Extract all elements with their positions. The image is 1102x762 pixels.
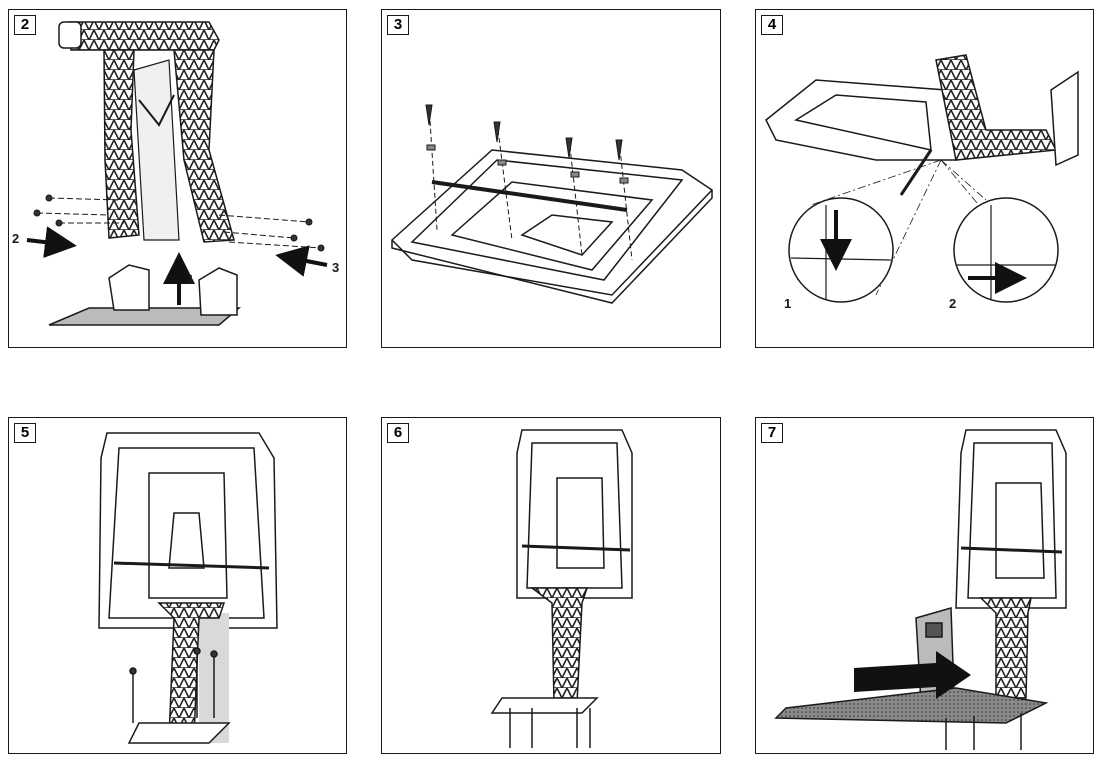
step-number: 5 [14, 423, 36, 443]
step-5-panel: 5 [8, 417, 347, 754]
step-7-panel: 7 [755, 417, 1094, 754]
step-number: 2 [14, 15, 36, 35]
step-6-panel: 6 [381, 417, 721, 754]
step-4-illustration: 1 2 [765, 54, 1079, 311]
seat-assembly [765, 54, 1079, 196]
step-6-illustration [490, 429, 633, 748]
screws [425, 104, 633, 261]
arrow-right [26, 226, 77, 259]
step-4-panel: 4 1 2 [755, 9, 1094, 348]
frame-leg [979, 597, 1032, 699]
callout-label: 2 [12, 231, 19, 246]
frame-leg [490, 587, 599, 714]
step-3-panel: 3 [381, 9, 721, 348]
insert-arrow [854, 651, 971, 699]
detail-circle-1 [788, 197, 894, 303]
step-7-illustration [774, 429, 1067, 750]
arrow-left [275, 245, 328, 277]
frame-leg [127, 602, 231, 744]
callout-label: 1 [784, 296, 791, 311]
seat-back [955, 429, 1067, 609]
callout-label: 3 [332, 260, 339, 275]
seat-shell [390, 149, 714, 304]
step-number: 3 [387, 15, 409, 35]
screws [129, 647, 218, 723]
base-bracket [48, 264, 242, 326]
seat-back [516, 429, 633, 599]
step-2-panel: 2 [8, 9, 347, 348]
screws [945, 713, 1022, 750]
step-3-illustration [390, 104, 714, 304]
callout-label: 2 [949, 296, 956, 311]
step-2-illustration: 1 2 3 [12, 21, 339, 326]
callout-label: 1 [187, 272, 194, 287]
rod [431, 180, 628, 212]
step-number: 7 [761, 423, 783, 443]
screws [509, 708, 591, 748]
step-number: 4 [761, 15, 783, 35]
step-5-illustration [98, 432, 278, 744]
seat-frame [58, 21, 235, 243]
detail-circle-2 [953, 197, 1059, 303]
screws-left [33, 194, 124, 227]
step-number: 6 [387, 423, 409, 443]
seat-back [98, 432, 278, 629]
screws-right [218, 214, 325, 252]
